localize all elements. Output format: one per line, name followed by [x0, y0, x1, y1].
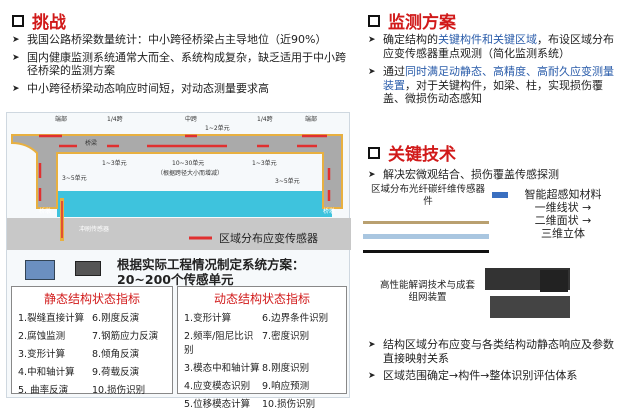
fiber-sensor-line	[363, 250, 489, 253]
indicator-item: 9.响应预测	[262, 381, 310, 392]
indicator-item: 10.损伤识别	[92, 385, 146, 396]
label-pier-left: 桥墩	[39, 207, 51, 215]
indicator-item: 7.钢筋应力反演	[92, 331, 159, 342]
indicator-item: 5. 曲率反演	[18, 385, 69, 396]
indicator-item: 6.边界条件识别	[262, 313, 329, 324]
label-left-units: 3~5单元	[62, 174, 87, 182]
indicator-item: 9.荷载反演	[92, 367, 140, 378]
device-label: 高性能解调技术与成套组网装置	[380, 280, 476, 303]
table-title: 动态结构状态指标	[213, 292, 310, 306]
list-item: 区域范围确定→构件→整体识别评估体系	[366, 369, 616, 383]
highlight: 同时满足动静态、高精度、高耐久应变测量装置	[383, 65, 614, 92]
indicator-item: 5.位移模态计算	[184, 399, 251, 410]
label-mid-units: 1~2单元	[205, 124, 230, 132]
list-item: 通过同时满足动静态、高精度、高耐久应变测量装置，对于关键构件，如梁、柱，实现损伤…	[366, 65, 616, 106]
list-item: 结构区域分布应变与各类结构动静态响应及参数直接映射关系	[366, 338, 616, 365]
square-bullet-icon	[12, 14, 24, 27]
arrow-right-icon	[492, 192, 508, 198]
indicator-item: 8.倾角反演	[92, 349, 140, 360]
sensor-label: 区域分布光纤碳纤维传感器件	[370, 184, 485, 207]
scheme-list: 确定结构的关键构件和关键区域，布设区域分布应变传感器重点观测（简化监测系统） 通…	[366, 33, 616, 106]
text: 通过	[383, 65, 405, 78]
material-step: 一维线状 →	[534, 201, 592, 214]
indicator-grid: 1.裂缝直接计算 6.刚度反演 2.腐蚀监测 7.钢筋应力反演 3.变形计算 8.倾角反演…	[18, 310, 166, 396]
dynamic-indicators-table: 动态结构状态指标 1.变形计算 6.边界条件识别 2.频率/阻尼比识别 7.密度识别 3…	[177, 286, 347, 410]
label-q-left-units: 1~3单元	[102, 159, 127, 167]
highlight: 关键构件和关键区域	[438, 33, 537, 46]
list-item: 中小跨径桥梁动态响应时间短，对动态测量要求高	[10, 82, 355, 96]
challenge-heading: 挑战	[12, 8, 66, 33]
indicator-item: 4.中和轴计算	[18, 367, 75, 378]
text: ，布设区域分布应变传感器重点观测（简化监测系统）	[383, 33, 614, 60]
label-quarter-right: 1/4跨	[257, 115, 273, 123]
plan-units: 20~200个传感单元	[117, 272, 234, 287]
list-item: 我国公路桥梁数量统计：中小跨径桥梁占主导地位（近90%）	[10, 33, 355, 47]
tech-heading: 关键技术	[368, 140, 456, 165]
laptop-image	[75, 261, 101, 276]
challenge-list: 我国公路桥梁数量统计：中小跨径桥梁占主导地位（近90%） 国内健康监测系统通常大…	[10, 33, 355, 95]
indicator-item: 10.损伤识别	[262, 399, 316, 410]
strain-sensors	[38, 134, 331, 201]
demodulator-device-image	[25, 260, 55, 280]
label-scour: 冲刷传感器	[79, 225, 109, 233]
plan-title: 根据实际工程情况制定系统方案：	[117, 257, 305, 272]
scheme-heading: 监测方案	[368, 8, 456, 33]
label-mid: 中跨	[185, 115, 197, 123]
label-end-right: 端部	[305, 115, 317, 123]
list-item: 确定结构的关键构件和关键区域，布设区域分布应变传感器重点观测（简化监测系统）	[366, 33, 616, 60]
table-title: 静态结构状态指标	[43, 292, 140, 306]
label-quarter-left: 1/4跨	[107, 115, 123, 123]
bridge-diagram-panel: 端部 1/4跨 中跨 1/4跨 端部 1~2单元 桥梁 1~3单元 1~3单元 …	[6, 112, 351, 410]
plan-text: 根据实际工程情况制定系统方案：20~200个传感单元	[117, 257, 305, 287]
legend-label: 区域分布应变传感器	[219, 231, 318, 245]
fiber-sensor-line	[363, 221, 489, 224]
square-bullet-icon	[368, 14, 380, 27]
indicator-item: 8.刚度识别	[262, 363, 310, 374]
material-step: 三维立体	[541, 227, 585, 240]
text: ，对于关键构件，如梁、柱，实现损伤覆盖、微损伤动态感知	[383, 78, 603, 106]
indicator-item: 2.腐蚀监测	[18, 331, 66, 342]
material-title: 智能超感知材料	[524, 188, 602, 201]
device-image	[490, 296, 570, 318]
label-span-units: 10~30单元	[172, 159, 204, 167]
text: 确定结构的	[383, 33, 438, 46]
indicator-item: 7.密度识别	[262, 331, 310, 342]
indicator-item: 3.变形计算	[18, 349, 66, 360]
bridge-beam	[11, 134, 343, 209]
indicator-item: 6.刚度反演	[92, 313, 140, 324]
device-image	[540, 270, 568, 292]
material-block: 智能超感知材料 一维线状 → 二维面状 → 三维立体	[508, 188, 618, 240]
ground	[7, 218, 351, 250]
indicator-item: 3.模态中和轴计算	[184, 363, 260, 374]
heading-text: 监测方案	[388, 13, 456, 33]
label-q-right-units: 1~3单元	[252, 159, 277, 167]
label-end-left: 端部	[55, 115, 67, 123]
indicator-item: 4.应变模态识别	[184, 381, 251, 392]
indicator-item: 1.裂缝直接计算	[18, 313, 85, 324]
list-item: 国内健康监测系统通常大而全、系统构成复杂，缺乏适用于中小跨径桥梁的监测方案	[10, 51, 355, 78]
list-item: 解决宏微观结合、损伤覆盖传感探测	[366, 168, 616, 182]
heading-text: 挑战	[32, 13, 66, 33]
label-right-units: 3~5单元	[275, 177, 300, 185]
indicator-item: 2.频率/阻尼比识别	[184, 331, 254, 356]
tech-list: 结构区域分布应变与各类结构动静态响应及参数直接映射关系 区域范围确定→构件→整体…	[366, 338, 616, 383]
static-indicators-table: 静态结构状态指标 1.裂缝直接计算 6.刚度反演 2.腐蚀监测 7.钢筋应力反演 3.变…	[11, 286, 173, 396]
fiber-sensor-line	[363, 234, 489, 239]
heading-text: 关键技术	[388, 145, 456, 165]
water	[57, 191, 332, 217]
label-span-note: （根据跨径大小而增减）	[157, 169, 223, 177]
indicator-item: 1.变形计算	[184, 313, 232, 324]
square-bullet-icon	[368, 146, 380, 159]
bridge-diagram: 端部 1/4跨 中跨 1/4跨 端部 1~2单元 桥梁 1~3单元 1~3单元 …	[7, 115, 351, 250]
label-pier-right: 桥墩	[323, 207, 335, 215]
material-step: 二维面状 →	[534, 214, 592, 227]
label-beam: 桥梁	[85, 139, 97, 147]
